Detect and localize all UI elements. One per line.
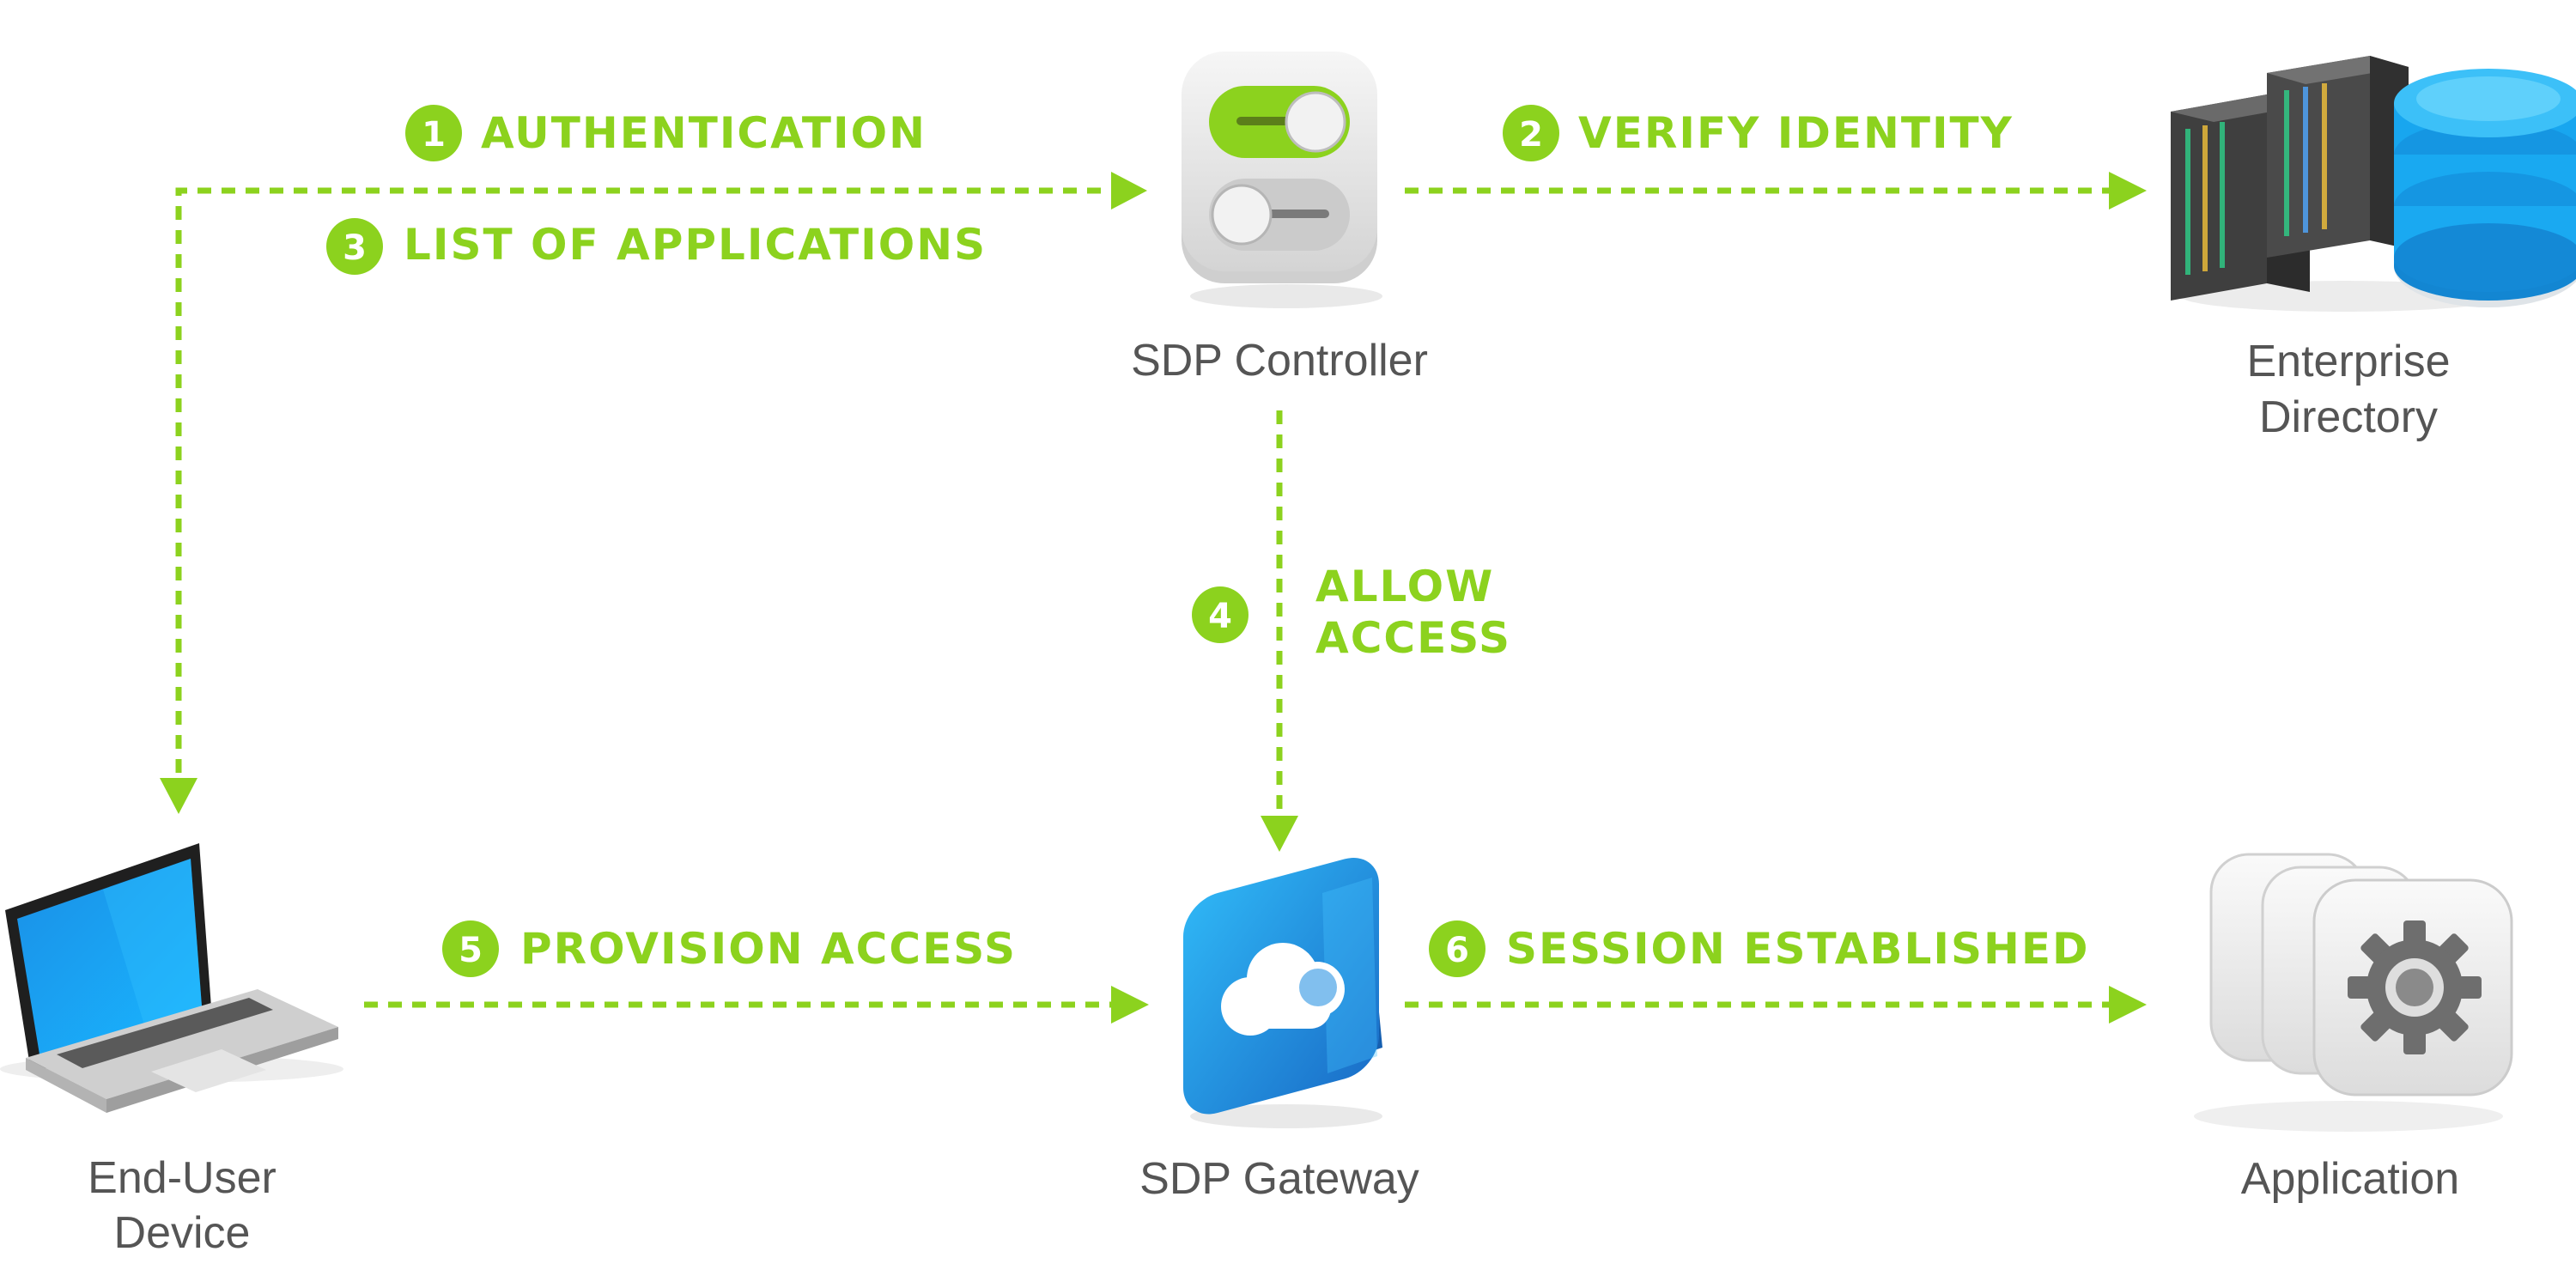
step-label: SESSION ESTABLISHED [1506, 924, 2089, 974]
step-number: 3 [343, 228, 367, 268]
laptop-icon [0, 843, 343, 1113]
step-4: 4 ALLOW ACCESS [1192, 562, 1511, 663]
step-number-badge [326, 218, 383, 275]
step-number-badge [405, 105, 462, 161]
step-number: 4 [1208, 597, 1232, 636]
step-number: 5 [459, 931, 483, 970]
step-number-badge [1192, 586, 1249, 643]
sdp-controller-label: SDP Controller [1131, 336, 1428, 386]
step-label: AUTHENTICATION [481, 108, 927, 158]
step-2: 2 VERIFY IDENTITY [1503, 105, 2014, 161]
server-database-icon [2171, 56, 2576, 312]
sdp-gateway-label: SDP Gateway [1139, 1154, 1419, 1204]
authentication-arrow [175, 187, 1116, 773]
enterprise-directory-label-line1: Enterprise [2247, 337, 2451, 386]
step-number: 2 [1519, 115, 1543, 155]
enterprise-directory-node: Enterprise Directory [2171, 56, 2576, 442]
end-user-device-label-line1: End-User [88, 1153, 276, 1203]
application-node: Application [2194, 853, 2513, 1204]
step-5: 5 PROVISION ACCESS [442, 920, 1017, 977]
step-label-line1: ALLOW [1315, 562, 1494, 611]
cloud-icon [1221, 943, 1345, 1036]
end-user-device-label-line2: Device [114, 1208, 251, 1258]
sdp-controller-node: SDP Controller [1131, 52, 1428, 386]
end-user-device-node: End-User Device [0, 843, 343, 1258]
step-number: 1 [422, 115, 446, 155]
verify-identity-arrowhead [2109, 172, 2147, 210]
step-1: 1 AUTHENTICATION [405, 105, 927, 161]
step-label: LIST OF APPLICATIONS [404, 220, 987, 270]
step-number-badge [1503, 105, 1559, 161]
gear-icon [2348, 920, 2482, 1054]
flow-arrows [160, 172, 2147, 1024]
gear-app-icon [2194, 853, 2513, 1132]
enterprise-directory-label-line2: Directory [2259, 392, 2438, 442]
step-label: PROVISION ACCESS [520, 924, 1017, 974]
step-number-badge [1429, 920, 1485, 977]
session-established-arrowhead [2109, 986, 2147, 1024]
step-number: 6 [1445, 931, 1469, 970]
provision-access-arrowhead [1111, 986, 1149, 1024]
cloud-gateway-icon [1183, 857, 1382, 1128]
authentication-arrowhead [1111, 172, 1147, 210]
toggle-switch-icon [1182, 52, 1382, 308]
list-of-applications-arrowhead [160, 778, 197, 814]
allow-access-arrowhead [1261, 816, 1298, 852]
step-label-line2: ACCESS [1315, 613, 1511, 663]
step-6: 6 SESSION ESTABLISHED [1429, 920, 2089, 977]
step-3: 3 LIST OF APPLICATIONS [326, 218, 987, 275]
sdp-gateway-node: SDP Gateway [1139, 857, 1419, 1204]
step-label: VERIFY IDENTITY [1578, 108, 2014, 158]
application-label: Application [2241, 1154, 2459, 1204]
step-number-badge [442, 920, 499, 977]
